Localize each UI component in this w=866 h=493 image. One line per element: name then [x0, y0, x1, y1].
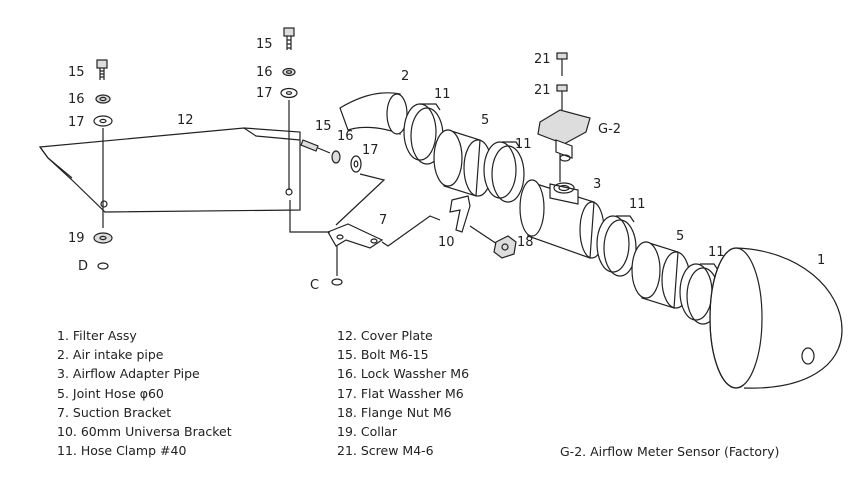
- callout-17b: 17: [256, 86, 273, 101]
- callout-15c: 15: [315, 119, 332, 134]
- parts-legend-left: 1. Filter Assy 2. Air intake pipe 3. Air…: [57, 326, 232, 460]
- left-fastener-stack: [93, 59, 113, 270]
- callout-16b: 16: [256, 65, 273, 80]
- callout-21a: 21: [534, 52, 551, 67]
- callout-11c: 11: [629, 197, 646, 212]
- callout-15a: 15: [68, 65, 85, 80]
- callout-12: 12: [177, 113, 194, 128]
- universal-bracket: [449, 195, 517, 259]
- callout-10: 10: [438, 235, 455, 250]
- callout-11a: 11: [434, 87, 451, 102]
- legend-item: 1. Filter Assy: [57, 328, 137, 343]
- legend-item: 15. Bolt M6-15: [337, 347, 429, 363]
- legend-item: 12. Cover Plate: [337, 328, 433, 343]
- legend-item: 21. Screw M4-6: [337, 443, 434, 459]
- callout-11d: 11: [708, 245, 725, 260]
- callout-d: D: [78, 259, 88, 274]
- callout-17a: 17: [68, 115, 85, 130]
- right-fastener-stack: [280, 27, 298, 190]
- legend-item: 18. Flange Nut M6: [337, 404, 452, 420]
- suction-bracket: [289, 173, 441, 286]
- sensor-note: G-2. Airflow Meter Sensor (Factory): [560, 444, 780, 459]
- callout-1: 1: [817, 253, 825, 268]
- callout-g2: G-2: [598, 122, 621, 137]
- joint-hose-1: [433, 129, 493, 197]
- airflow-meter-sensor: [537, 52, 591, 162]
- filter-assy: [709, 247, 843, 389]
- joint-hose-2: [631, 241, 691, 309]
- legend-item: 16. Lock Wassher M6: [337, 366, 470, 382]
- callout-18: 18: [517, 235, 534, 250]
- middle-fastener-stack: [300, 139, 362, 173]
- callout-21b: 21: [534, 83, 551, 98]
- cover-plate: [38, 127, 301, 213]
- legend-item: 19. Collar: [337, 424, 397, 440]
- callout-16a: 16: [68, 92, 85, 107]
- legend-item: 11. Hose Clamp #40: [57, 443, 187, 459]
- airflow-adapter-pipe: [519, 150, 605, 259]
- legend-item: 17. Flat Wassher M6: [337, 385, 464, 401]
- callout-c: C: [310, 278, 319, 293]
- legend-item: 3. Airflow Adapter Pipe: [57, 366, 200, 382]
- callout-11b: 11: [515, 137, 532, 152]
- legend-item: 2. Air intake pipe: [57, 347, 164, 363]
- callout-19: 19: [68, 231, 85, 246]
- hose-clamp-1: [403, 103, 444, 165]
- air-intake-pipe: [339, 92, 408, 135]
- callout-15b: 15: [256, 37, 273, 52]
- callout-3: 3: [593, 177, 601, 192]
- callout-7: 7: [379, 213, 387, 228]
- legend-item: 10. 60mm Universa Bracket: [57, 424, 232, 440]
- callout-16c: 16: [337, 129, 354, 144]
- callout-17c: 17: [362, 143, 379, 158]
- hose-clamp-2: [483, 141, 525, 203]
- parts-legend-right: 12. Cover Plate 15. Bolt M6-15 16. Lock …: [337, 326, 469, 460]
- hose-clamp-3: [596, 215, 637, 277]
- legend-item: 7. Suction Bracket: [57, 404, 172, 420]
- callout-5a: 5: [481, 113, 489, 128]
- callout-2: 2: [401, 69, 409, 84]
- callout-5b: 5: [676, 229, 684, 244]
- legend-item: 5. Joint Hose φ60: [57, 385, 164, 401]
